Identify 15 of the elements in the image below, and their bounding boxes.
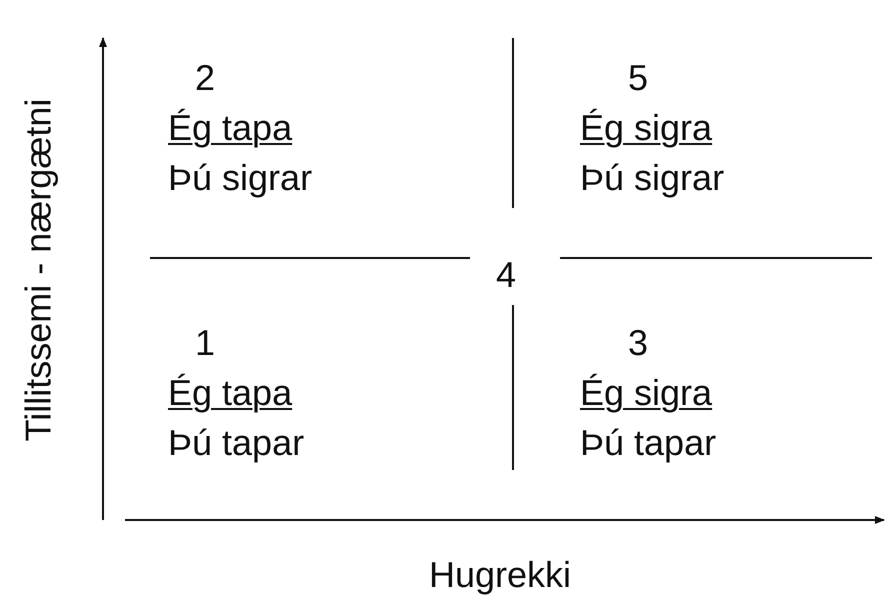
axis-title: Hugrekki bbox=[429, 555, 572, 595]
quadrant-number: 3 bbox=[628, 323, 648, 363]
axis-title: Tillitssemi - nærgætni bbox=[18, 98, 58, 442]
quadrant-heading: Ég sigra bbox=[580, 108, 712, 148]
quadrant-text: Þú tapar bbox=[168, 423, 304, 463]
quadrant-text: Þú sigrar bbox=[168, 158, 312, 198]
quadrant-heading: Ég sigra bbox=[580, 373, 712, 413]
quadrant-number: 5 bbox=[628, 58, 648, 98]
center-number: 4 bbox=[496, 255, 516, 295]
quadrant-heading: Ég tapa bbox=[168, 108, 292, 148]
quadrant-number: 2 bbox=[195, 58, 216, 98]
quadrant-text: Þú tapar bbox=[580, 423, 716, 463]
quadrant-text: Þú sigrar bbox=[580, 158, 724, 198]
quadrant-number: 1 bbox=[195, 323, 216, 363]
quadrant-heading: Ég tapa bbox=[168, 373, 292, 413]
